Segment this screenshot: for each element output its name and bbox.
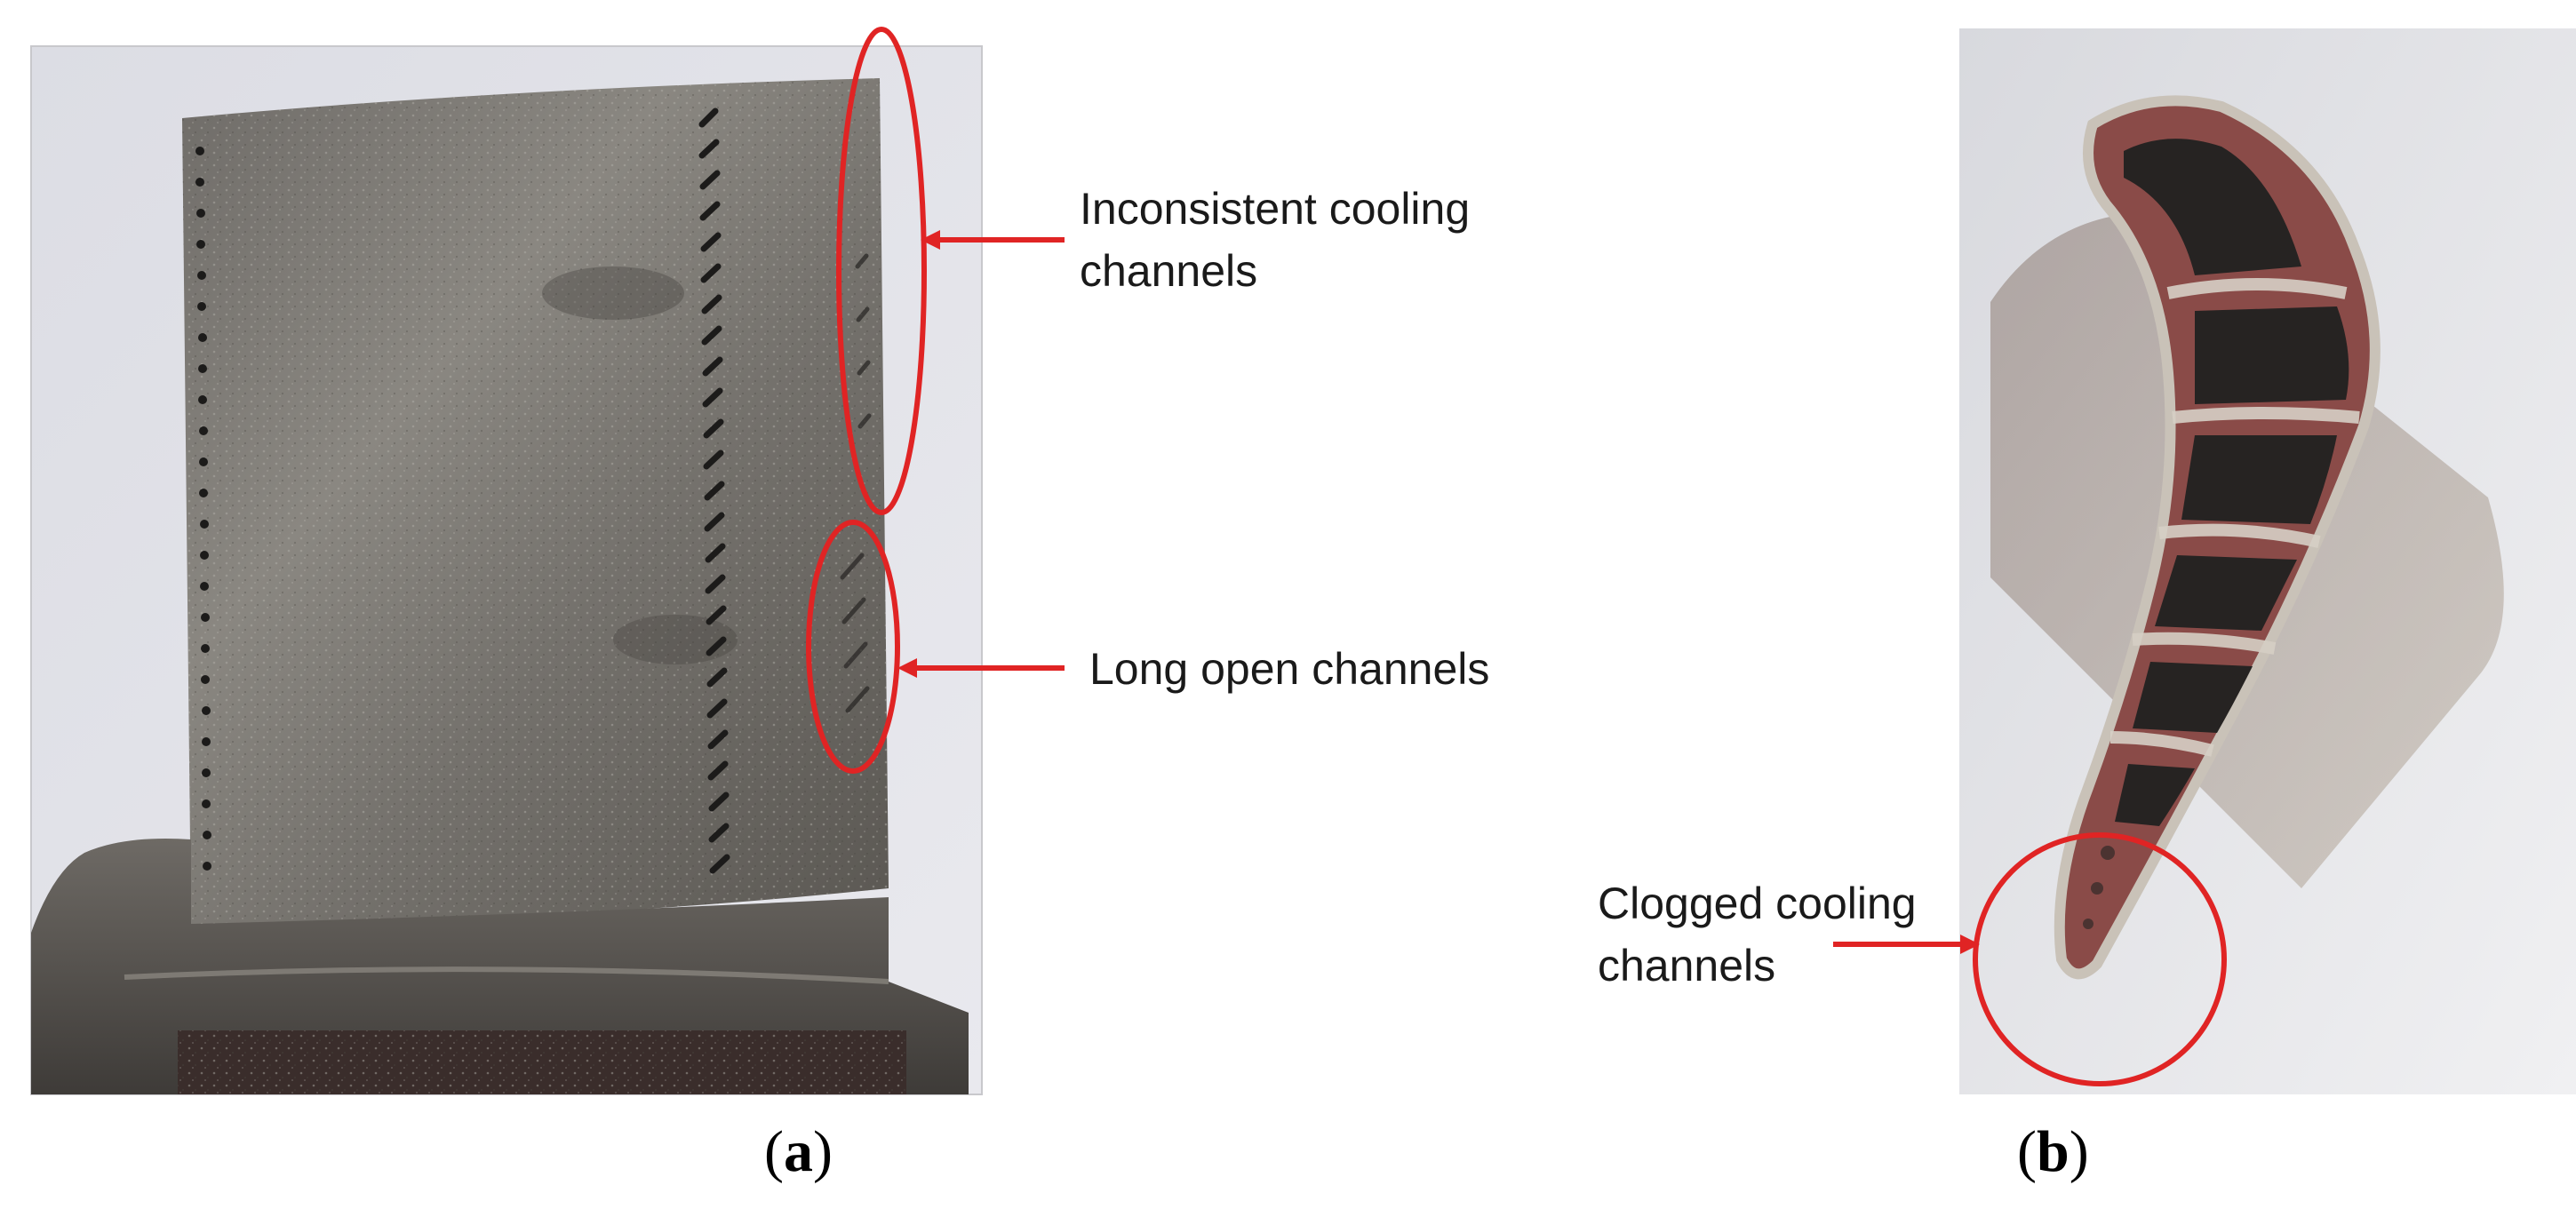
- panel-b-label: (b): [2017, 1119, 2089, 1184]
- panel-a-letter: a: [784, 1119, 813, 1184]
- panel-b-annotations: [1833, 832, 2227, 1086]
- annotation-clogged-line2: channels: [1598, 941, 1775, 990]
- annotation-inconsistent-line1: Inconsistent cooling: [1080, 184, 1470, 234]
- panel-a-annotations: [806, 27, 1065, 774]
- panel-b-photo: [1959, 28, 2576, 1094]
- trailing-holes: [698, 107, 730, 874]
- panel-a-label: (a): [764, 1119, 833, 1184]
- panel-b-letter: b: [2037, 1119, 2070, 1184]
- annotation-long-open: Long open channels: [1089, 644, 1489, 694]
- inconsistent-channels-ellipse: [836, 27, 927, 515]
- leading-edge-holes: [195, 147, 211, 871]
- clogged-channels-circle: [1973, 832, 2227, 1086]
- panel-a-photo: [30, 45, 983, 1095]
- long-open-channels-ellipse: [806, 520, 900, 774]
- annotation-inconsistent-line2: channels: [1080, 246, 1257, 296]
- annotation-clogged-line1: Clogged cooling: [1598, 879, 1917, 928]
